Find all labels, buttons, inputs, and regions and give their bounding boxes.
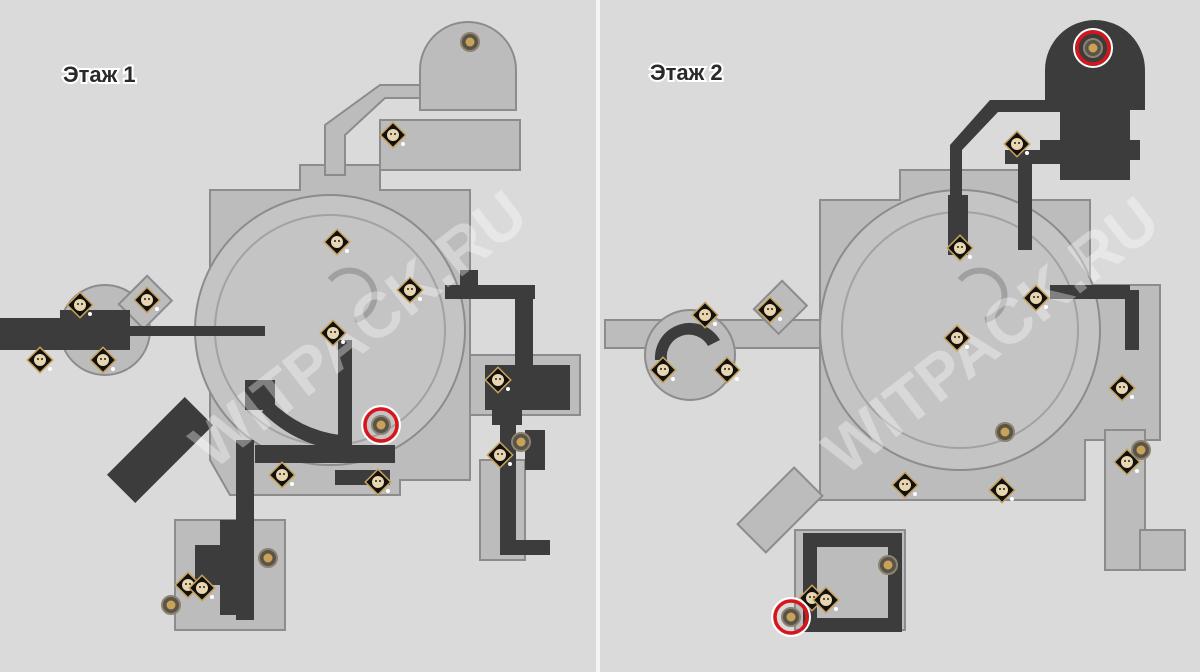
chest-diamond-icon[interactable] xyxy=(1108,374,1136,402)
chest-diamond-icon[interactable] xyxy=(188,574,216,602)
chest-diamond-icon[interactable] xyxy=(396,276,424,304)
round-marker-icon[interactable] xyxy=(878,555,898,575)
round-marker-icon[interactable] xyxy=(161,595,181,615)
chest-diamond-icon[interactable] xyxy=(323,228,351,256)
round-marker-icon[interactable] xyxy=(511,432,531,452)
chest-diamond-icon[interactable] xyxy=(379,121,407,149)
round-marker-icon[interactable] xyxy=(1131,440,1151,460)
chest-diamond-icon[interactable] xyxy=(66,291,94,319)
chest-diamond-icon[interactable] xyxy=(988,476,1016,504)
chest-diamond-icon[interactable] xyxy=(691,301,719,329)
chest-diamond-icon[interactable] xyxy=(133,286,161,314)
floor-2-label: Этаж 2 xyxy=(650,60,723,85)
chest-diamond-icon[interactable] xyxy=(26,346,54,374)
round-marker-icon[interactable] xyxy=(258,548,278,568)
highlight-ring-icon xyxy=(363,407,399,443)
floor-2-panel: WITPACK.RU Этаж 2 xyxy=(600,0,1200,672)
chest-diamond-icon[interactable] xyxy=(812,586,840,614)
chest-diamond-icon[interactable] xyxy=(649,356,677,384)
chest-diamond-icon[interactable] xyxy=(484,366,512,394)
highlight-ring-icon xyxy=(773,599,809,635)
chest-diamond-icon[interactable] xyxy=(1003,130,1031,158)
chest-diamond-icon[interactable] xyxy=(946,234,974,262)
floor-1-corridors xyxy=(0,270,570,620)
highlighted-round-marker[interactable] xyxy=(361,405,401,445)
chest-diamond-icon[interactable] xyxy=(891,471,919,499)
highlighted-round-marker[interactable] xyxy=(771,597,811,637)
chest-diamond-icon[interactable] xyxy=(268,461,296,489)
chest-diamond-icon[interactable] xyxy=(1022,284,1050,312)
chest-diamond-icon[interactable] xyxy=(319,319,347,347)
round-marker-icon[interactable] xyxy=(460,32,480,52)
map-markers xyxy=(26,28,1151,637)
chest-diamond-icon[interactable] xyxy=(89,346,117,374)
floor-1-label: Этаж 1 xyxy=(63,62,136,87)
chest-diamond-icon[interactable] xyxy=(364,468,392,496)
highlighted-round-marker[interactable] xyxy=(1073,28,1113,68)
highlight-ring-icon xyxy=(1075,30,1111,66)
round-marker-icon[interactable] xyxy=(995,422,1015,442)
chest-diamond-icon[interactable] xyxy=(713,356,741,384)
chest-diamond-icon[interactable] xyxy=(756,296,784,324)
floor-1-panel: WITPACK.RU Этаж 1 xyxy=(0,0,596,672)
panel-divider xyxy=(596,0,600,672)
chest-diamond-icon[interactable] xyxy=(943,324,971,352)
chest-diamond-icon[interactable] xyxy=(486,441,514,469)
